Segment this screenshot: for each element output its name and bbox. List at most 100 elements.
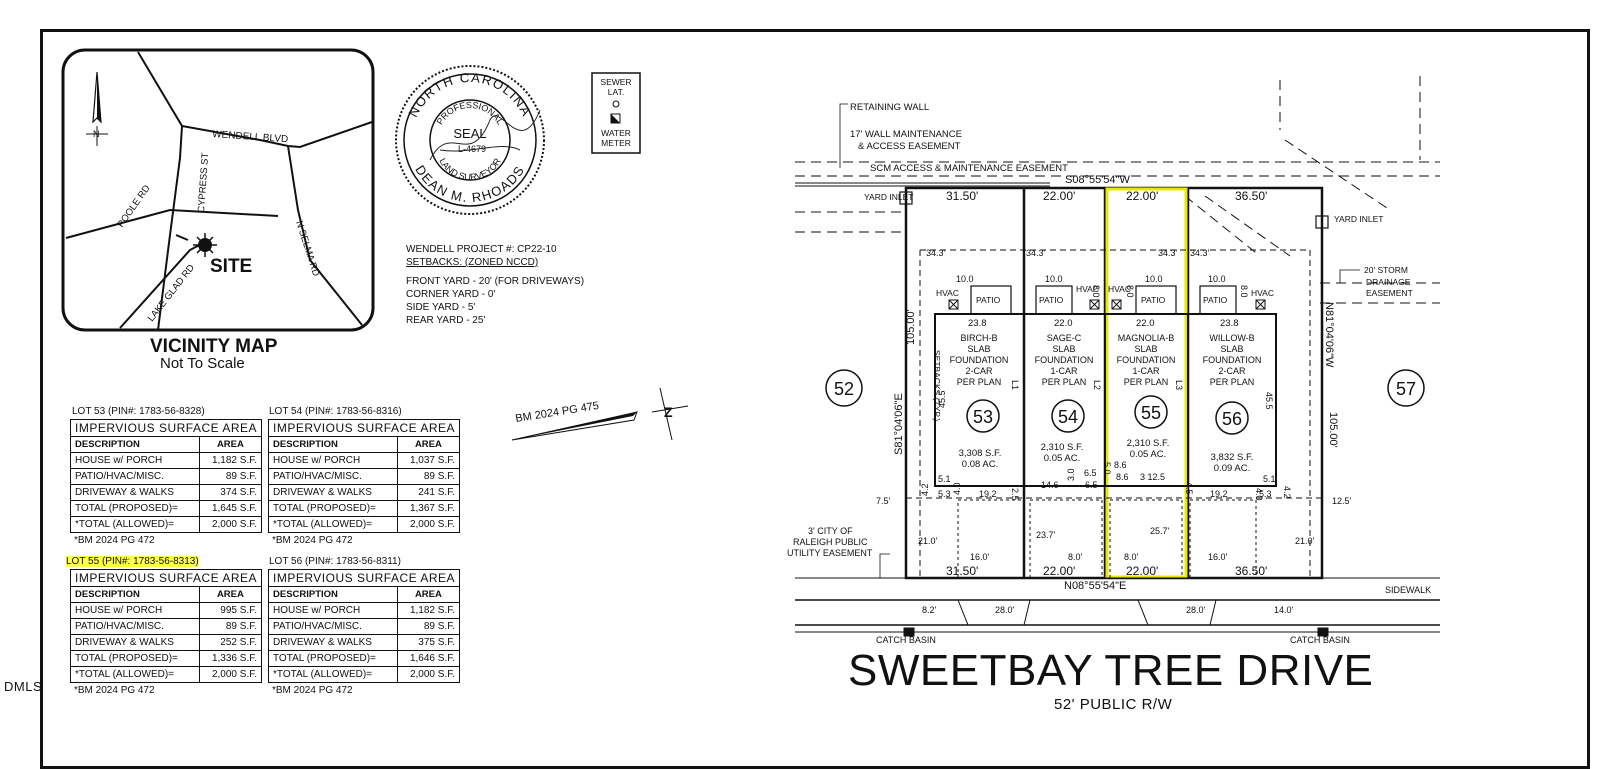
row-desc: HOUSE w/ PORCH [268,452,398,469]
lot-55-plan-1: MAGNOLIA-B [1118,333,1175,343]
utility-easement-1: 3' CITY OF [808,526,853,536]
seal-ring-bottom: DEAN M. RHOADS [412,162,527,205]
dim-8-0-a: 8.0 [1091,285,1101,298]
lot-53-ac: 0.08 AC. [962,459,998,470]
vicinity-map-frame [61,48,375,332]
legend-lat: LAT. [608,87,624,97]
dim-8-0-c: 8.0 [1239,285,1249,298]
lot-54-rear: 22.00' [1043,189,1075,203]
dim-16-0-left: 16.0' [970,552,990,562]
dim-4-5: 4.5 [1184,482,1194,495]
lot-53-caption: LOT 53 (PIN#: 1783-56-8328) [72,406,205,417]
retaining-wall-label: RETAINING WALL [850,102,929,113]
site-label: SITE [210,256,252,277]
lot-55-plan-4: 1-CAR [1132,366,1160,376]
total-label: TOTAL (PROPOSED)= [70,500,200,517]
house-width-56: 23.8 [1220,318,1239,329]
lot-55-plan-5: PER PLAN [1124,377,1169,387]
col-description: DESCRIPTION [70,436,200,453]
lot-54-plan-5: PER PLAN [1042,377,1087,387]
dim-10-a: 10.0 [956,274,974,284]
seal-ring-top: NORTH CAROLINA [405,70,534,120]
patio-label-53: PATIO [976,295,1001,305]
row-area: 89 S.F. [396,618,461,635]
dim-4-0-right: 4.0 [1254,488,1264,501]
dim-34-3-b: 34.3' [1026,248,1046,258]
row-desc: HOUSE w/ PORCH [268,602,398,619]
left-bearing-label: S81°04'06"E [893,393,905,455]
row-area: 374 S.F. [198,484,263,501]
lot-number-56: 56 [1222,409,1242,429]
storm-easement-2: DRAINAGE [1366,277,1411,287]
catch-basin-left-label: CATCH BASIN [876,635,936,645]
seal-number: L-4679 [458,144,486,154]
dim-5-3-left: 5.3 [938,489,951,499]
total-value: 1,645 S.F. [198,500,263,517]
dim-5-1-right: 5.1 [1263,474,1276,484]
lot-55-area: 2,310 S.F. [1127,438,1170,449]
lot-55-ac: 0.05 AC. [1130,449,1166,460]
surveyor-seal: NORTH CAROLINA DEAN M. RHOADS PROFESSION… [395,65,545,215]
patio-label-54: PATIO [1039,295,1064,305]
total-value: 1,367 S.F. [396,500,461,517]
lot-53-rear: 31.50' [946,189,978,203]
site-marker-icon [193,233,217,257]
table-title: IMPERVIOUS SURFACE AREA [268,419,460,437]
dim-14-0: 14.0' [1274,605,1294,615]
total-label: *TOTAL (ALLOWED)= [70,516,200,533]
col-description: DESCRIPTION [268,586,398,603]
lot-56-plan-4: 2-CAR [1218,366,1246,376]
seal-inner-top: PROFESSIONAL [435,100,506,126]
dim-6-5-a: 6.5 [1084,468,1097,478]
row-desc: PATIO/HVAC/MISC. [268,468,398,485]
row-desc: HOUSE w/ PORCH [70,602,200,619]
total-value: 2,000 S.F. [198,666,263,683]
row-desc: HOUSE w/ PORCH [70,452,200,469]
lot-55-plan-2: SLAB [1134,344,1157,354]
wall-easement-2: & ACCESS EASEMENT [858,141,961,152]
lot-54-caption: LOT 54 (PIN#: 1783-56-8316) [269,406,402,417]
total-label: TOTAL (PROPOSED)= [268,650,398,667]
total-label: *TOTAL (ALLOWED)= [268,516,398,533]
dim-2-5: 2.5 [1010,488,1020,501]
lot-52-circle [825,369,863,407]
row-desc: PATIO/HVAC/MISC. [268,618,398,635]
col-description: DESCRIPTION [268,436,398,453]
plat-labels: RETAINING WALL 17' WALL MAINTENANCE & AC… [787,102,1431,645]
catch-basin-right-icon [1317,627,1329,637]
row-area: 252 S.F. [198,634,263,651]
dim-16-0-right: 16.0' [1208,552,1228,562]
dim-28-0-b: 28.0' [1186,605,1206,615]
sidewalk-label: SIDEWALK [1385,585,1431,595]
lot-53-front: 31.50' [946,564,978,578]
right-of-way-label: 52' PUBLIC R/W [1054,696,1173,713]
lot-54-plan-4: 1-CAR [1050,366,1078,376]
seal-ring-bottom-text: DEAN M. RHOADS [412,162,526,205]
col-area: AREA [198,436,263,453]
row-area: 89 S.F. [198,618,263,635]
neighbor-left-label: 52 [834,379,854,399]
lot-56-caption: LOT 56 (PIN#: 1783-56-8311) [269,556,401,567]
col-area: AREA [396,436,461,453]
dim-25-7: 25.7' [1150,526,1170,536]
dim-21-0-right: 21.0' [1295,536,1315,546]
total-label: TOTAL (PROPOSED)= [70,650,200,667]
dim-5-0: 5.0 [1102,462,1112,475]
project-notes: WENDELL PROJECT #: CP22-10 SETBACKS: (ZO… [406,243,584,327]
line-label-l3: L3 [1174,380,1184,390]
row-desc: DRIVEWAY & WALKS [70,484,200,501]
dim-8-2: 8.2' [922,605,937,615]
total-label: *TOTAL (ALLOWED)= [70,666,200,683]
row-desc: DRIVEWAY & WALKS [268,634,398,651]
dim-4-0-left: 4.0 [952,482,962,495]
lot-55-footnote: *BM 2024 PG 472 [74,685,155,696]
seal-ring-top-text: NORTH CAROLINA [405,70,533,120]
setback-side: SIDE YARD - 5' [406,302,476,313]
lot-55-plan-3: FOUNDATION [1117,355,1176,365]
patio-label-56: PATIO [1203,295,1228,305]
row-area: 89 S.F. [396,468,461,485]
row-desc: PATIO/HVAC/MISC. [70,468,200,485]
row-area: 89 S.F. [198,468,263,485]
lot-56-plan-3: FOUNDATION [1203,355,1262,365]
